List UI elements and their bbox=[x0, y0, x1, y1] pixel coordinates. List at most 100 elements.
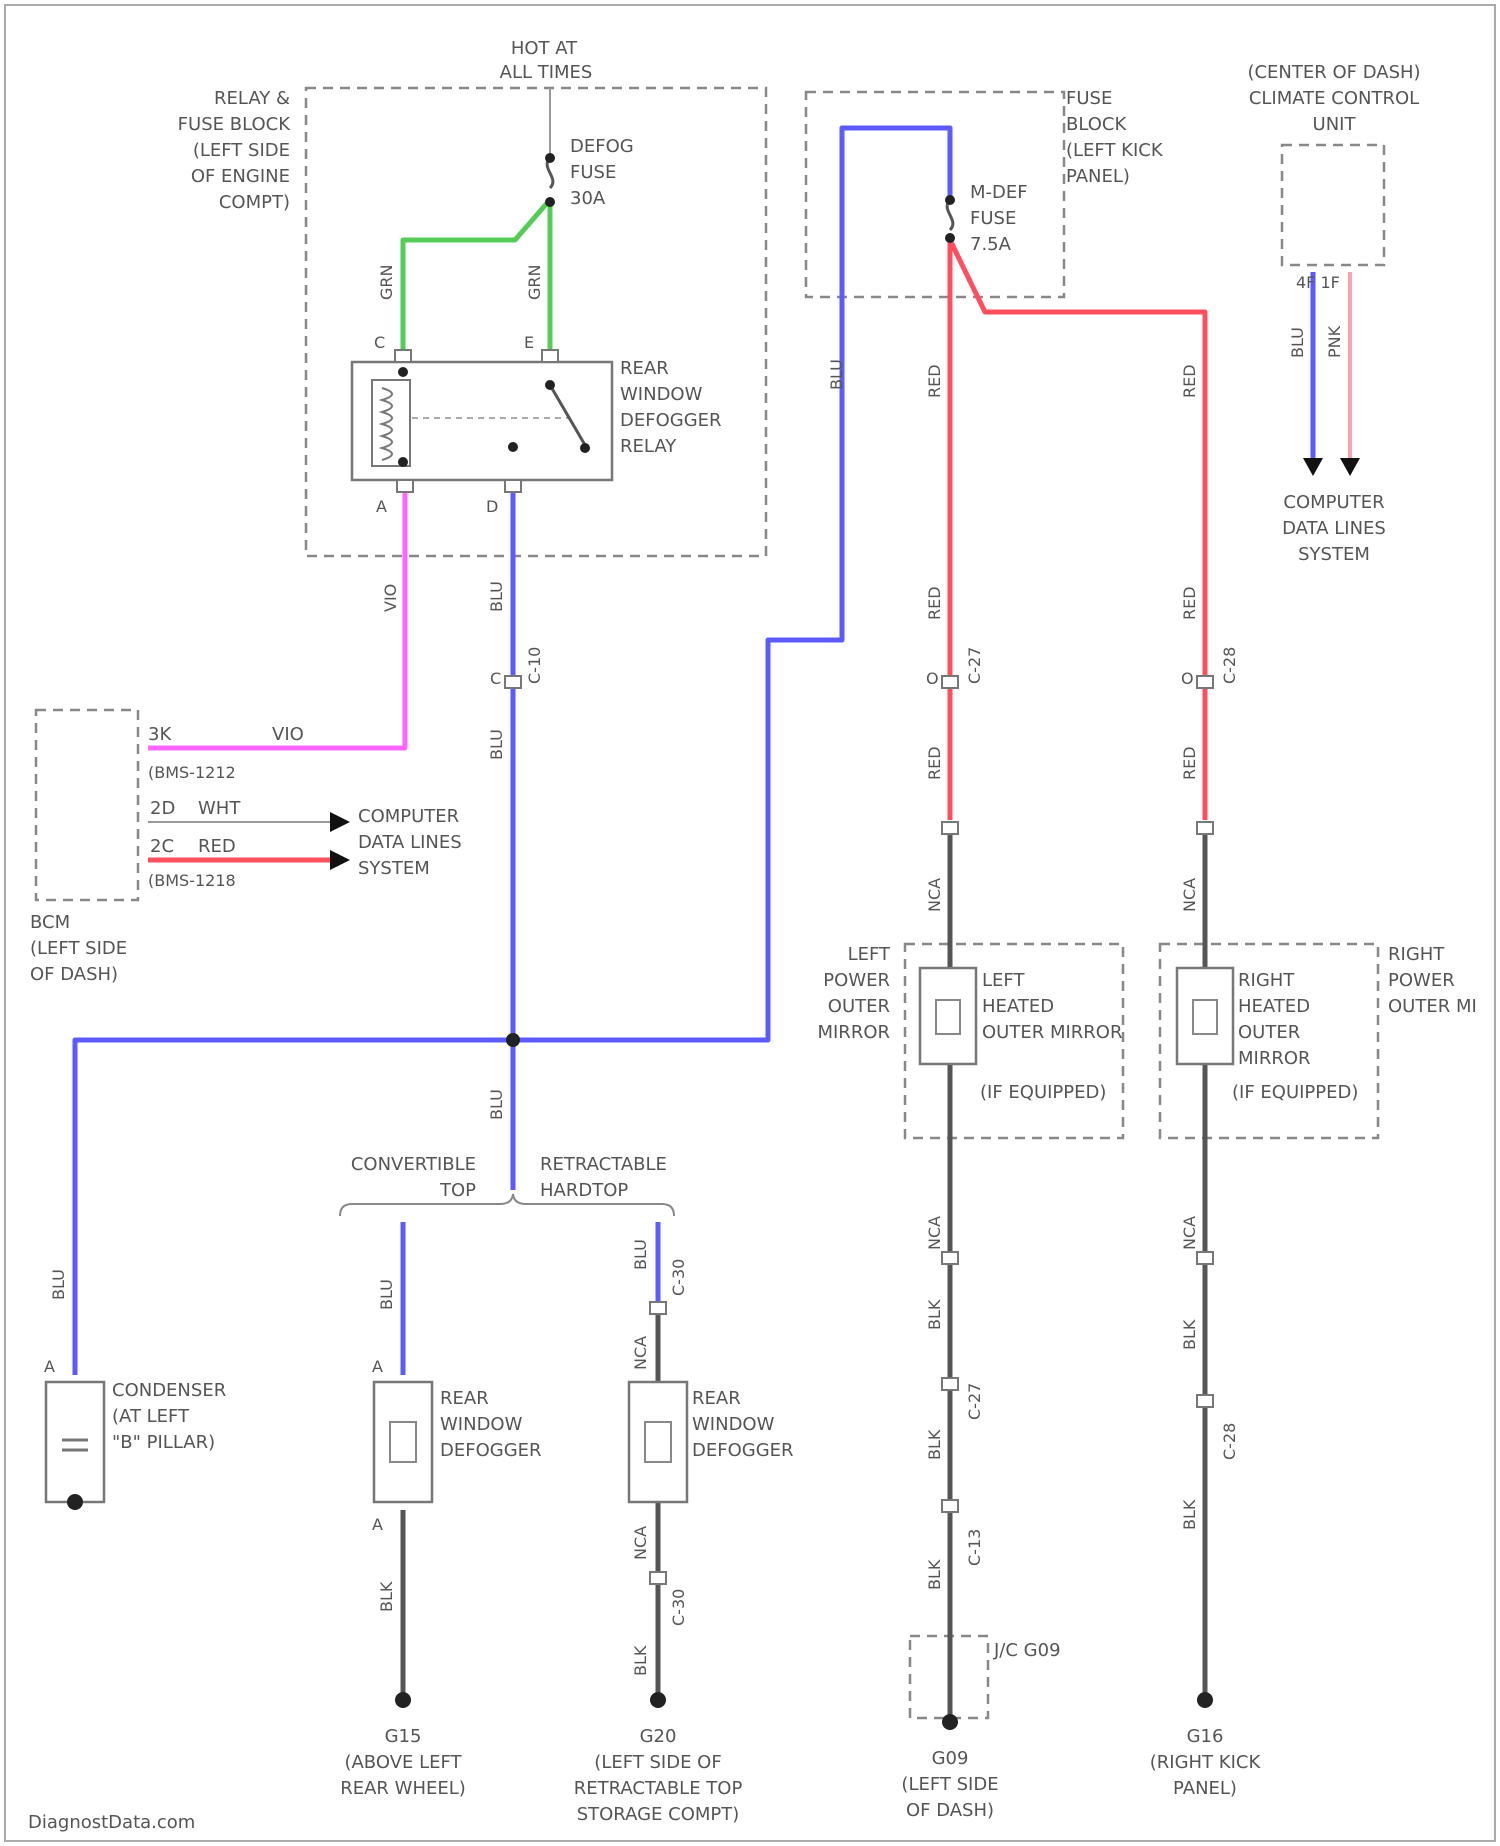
wire-label-blk-7: BLK bbox=[631, 1645, 650, 1676]
defog-fuse-label-3: 30A bbox=[570, 188, 606, 209]
right-mirror-element-2: HEATED bbox=[1238, 996, 1310, 1017]
c28-label-lower: C-28 bbox=[1220, 1423, 1239, 1460]
g09-label-3: OF DASH) bbox=[906, 1800, 994, 1821]
wire-label-nca-5: NCA bbox=[1180, 1216, 1199, 1250]
fuse-block-label-2: BLOCK bbox=[1066, 114, 1127, 135]
wire-label-nca-2: NCA bbox=[1180, 878, 1199, 912]
g15-label-1: G15 bbox=[385, 1726, 422, 1747]
right-mirror-element-4: MIRROR bbox=[1238, 1048, 1311, 1069]
defogger2-label-3: DEFOGGER bbox=[692, 1440, 794, 1461]
mdef-fuse-terminal-bottom bbox=[945, 233, 955, 243]
relay-coil-bottom-terminal bbox=[398, 457, 408, 467]
g20-label-2: (LEFT SIDE OF bbox=[594, 1752, 721, 1773]
hardtop-label-2: HARDTOP bbox=[540, 1180, 628, 1201]
c28-label-upper: C-28 bbox=[1220, 647, 1239, 684]
wire-label-red-6: RED bbox=[1180, 746, 1199, 780]
relay-fuse-block-box bbox=[306, 88, 766, 556]
fuse-block-label-3: (LEFT KICK bbox=[1066, 140, 1164, 161]
defog-fuse-label-2: FUSE bbox=[570, 162, 616, 183]
wire-label-red-4: RED bbox=[1180, 586, 1199, 620]
wire-label-red-3: RED bbox=[925, 586, 944, 620]
left-mirror-element-3: OUTER MIRROR bbox=[982, 1022, 1122, 1043]
vio-wire bbox=[148, 488, 405, 748]
conn-left-mirror-a bbox=[942, 822, 958, 834]
relay-pin-c-label: C bbox=[374, 333, 385, 352]
wire-label-nca-6: NCA bbox=[631, 1526, 650, 1560]
c27-label-upper: C-27 bbox=[965, 647, 984, 684]
c28-pin-label: O bbox=[1181, 669, 1194, 688]
g20-label-1: G20 bbox=[640, 1726, 677, 1747]
wire-label-blu-6: BLU bbox=[377, 1279, 396, 1310]
defogger1-label-2: WINDOW bbox=[440, 1414, 523, 1435]
wire-label-red-1: RED bbox=[925, 364, 944, 398]
condenser-label-3: "B" PILLAR) bbox=[112, 1432, 215, 1453]
c30-label-lower: C-30 bbox=[669, 1589, 688, 1626]
climate-label-3: UNIT bbox=[1313, 114, 1357, 135]
wire-label-red-2: RED bbox=[1180, 364, 1199, 398]
bcm-wire2-label: WHT bbox=[198, 798, 241, 819]
conn-c10 bbox=[505, 676, 521, 688]
condenser-label-2: (AT LEFT bbox=[112, 1406, 190, 1427]
wire-label-blu-5: BLU bbox=[49, 1269, 68, 1300]
wire-label-blk-3: BLK bbox=[925, 1429, 944, 1460]
conn-c27-lower bbox=[942, 1378, 958, 1390]
left-mirror-side-1: LEFT bbox=[848, 944, 891, 965]
right-mirror-if-equipped: (IF EQUIPPED) bbox=[1232, 1082, 1358, 1103]
g20-ground-icon bbox=[650, 1692, 666, 1708]
wire-label-blu-7: BLU bbox=[631, 1239, 650, 1270]
relay-switch-pivot bbox=[545, 380, 555, 390]
relay-contact-d bbox=[508, 442, 518, 452]
c13-label: C-13 bbox=[965, 1529, 984, 1566]
conn-c27-upper bbox=[942, 676, 958, 688]
left-mirror-element-1: LEFT bbox=[982, 970, 1025, 991]
relay-pin-e bbox=[542, 350, 558, 362]
g09-label-2: (LEFT SIDE bbox=[901, 1774, 998, 1795]
defog-fuse-label-1: DEFOG bbox=[570, 136, 634, 157]
bcm-wire3-label: RED bbox=[198, 836, 236, 857]
bcm-label-2: (LEFT SIDE bbox=[30, 938, 127, 959]
wire-label-blk-6: BLK bbox=[377, 1581, 396, 1612]
conn-left-mirror-c bbox=[942, 1252, 958, 1264]
hot-label-1: HOT AT bbox=[511, 38, 578, 59]
defogger2-body bbox=[629, 1382, 687, 1502]
bcm-wht-arrow-icon bbox=[330, 812, 350, 832]
fuse-block-label-1: FUSE bbox=[1066, 88, 1112, 109]
defogger1-pin-label: A bbox=[372, 1357, 383, 1376]
relay-pin-d bbox=[505, 480, 521, 492]
condenser-ground-icon bbox=[67, 1494, 83, 1510]
left-mirror-element-2: HEATED bbox=[982, 996, 1054, 1017]
bcm-dest-2: DATA LINES bbox=[358, 832, 462, 853]
wire-label-blk-2: BLK bbox=[1180, 1319, 1199, 1350]
climate-blu-arrow-icon bbox=[1303, 458, 1323, 476]
wire-label-red-5: RED bbox=[925, 746, 944, 780]
relay-coil-top-terminal bbox=[398, 367, 408, 377]
wire-label-blk-5: BLK bbox=[925, 1559, 944, 1590]
defogger1-body bbox=[374, 1382, 432, 1502]
defogger2-label-1: REAR bbox=[692, 1388, 741, 1409]
left-mirror-side-4: MIRROR bbox=[817, 1022, 890, 1043]
mdef-fuse-label-3: 7.5A bbox=[970, 234, 1012, 255]
convertible-label-2: TOP bbox=[439, 1180, 476, 1201]
right-mirror-side-1: RIGHT bbox=[1388, 944, 1445, 965]
bcm-label-3: OF DASH) bbox=[30, 964, 118, 985]
relay-label-1: REAR bbox=[620, 358, 669, 379]
hardtop-label-1: RETRACTABLE bbox=[540, 1154, 667, 1175]
right-mirror-side-2: POWER bbox=[1388, 970, 1455, 991]
wire-label-blu-3: BLU bbox=[827, 359, 846, 390]
defogger1-pin-b-label: A bbox=[372, 1515, 383, 1534]
wire-label-blu-1: BLU bbox=[487, 581, 506, 612]
g16-ground-icon bbox=[1197, 1692, 1213, 1708]
c27-label-lower: C-27 bbox=[965, 1383, 984, 1420]
relay-block-label-3: (LEFT SIDE bbox=[193, 140, 290, 161]
conn-c13 bbox=[942, 1500, 958, 1512]
wire-label-vio: VIO bbox=[381, 584, 400, 612]
left-mirror-side-2: POWER bbox=[823, 970, 890, 991]
relay-pin-c bbox=[395, 350, 411, 362]
relay-block-label-2: FUSE BLOCK bbox=[178, 114, 292, 135]
g09-label-1: G09 bbox=[932, 1748, 969, 1769]
relay-pin-a bbox=[397, 480, 413, 492]
bcm-conn3-label: (BMS-1218 bbox=[148, 871, 236, 890]
condenser-body bbox=[46, 1382, 104, 1502]
defogger1-label-3: DEFOGGER bbox=[440, 1440, 542, 1461]
